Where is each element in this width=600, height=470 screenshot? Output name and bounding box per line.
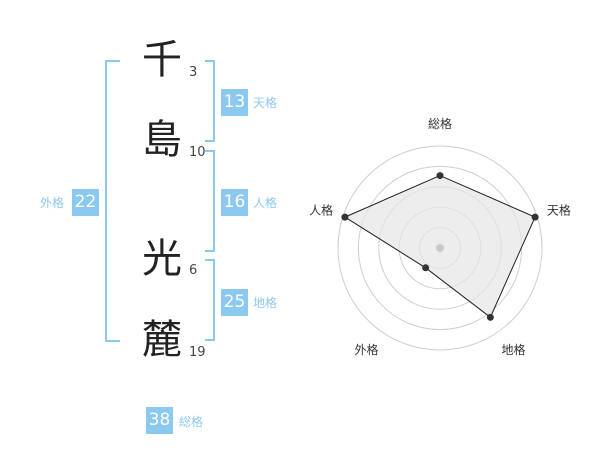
tenkaku-bracket: [205, 60, 215, 142]
radar-axis-label: 地格: [501, 342, 525, 357]
chikaku-value: 25: [221, 289, 248, 316]
name-char-2: 島: [142, 117, 182, 163]
radar-axis-label: 外格: [355, 342, 379, 357]
name-char-4: 麓: [142, 317, 182, 363]
name-char-1: 千: [142, 37, 182, 83]
tenkaku-label: 天格: [253, 96, 278, 110]
stroke-count-3: 6: [189, 263, 198, 278]
radar-point-5: [341, 213, 349, 221]
radar-point-1: [436, 172, 444, 180]
stroke-count-2: 10: [189, 145, 206, 160]
radar-point-4: [422, 264, 430, 272]
radar-point-3: [486, 313, 494, 321]
jinkaku-value: 16: [221, 189, 248, 216]
gaikaku-value: 22: [72, 189, 99, 216]
radar-point-2: [531, 213, 539, 221]
tenkaku-value: 13: [221, 89, 248, 116]
chikaku-bracket: [205, 259, 215, 341]
jinkaku-label: 人格: [253, 196, 278, 210]
jinkaku-bracket: [205, 150, 215, 252]
radar-axis-label: 天格: [547, 202, 571, 217]
radar-ring: [337, 145, 543, 351]
radar-axis-label: 総格: [428, 116, 452, 131]
chikaku-label: 地格: [253, 296, 278, 310]
radar-axis-label: 人格: [309, 202, 333, 217]
radar-center-dot: [436, 244, 444, 252]
stroke-count-4: 19: [189, 345, 206, 360]
name-char-3: 光: [142, 236, 182, 282]
soukaku-value: 38: [146, 407, 173, 434]
stroke-count-1: 3: [189, 65, 198, 80]
soukaku-label: 総格: [179, 415, 204, 429]
gaikaku-bracket: [105, 60, 120, 342]
gaikaku-label: 外格: [40, 196, 65, 210]
